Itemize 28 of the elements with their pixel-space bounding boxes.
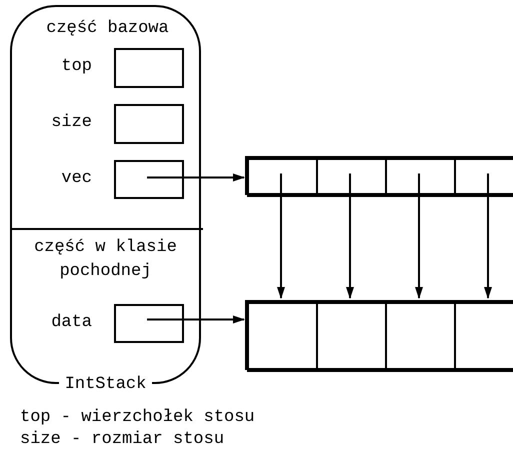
array-bar [245,156,513,195]
section-heading: część bazowa [46,19,169,39]
field-name: size [51,113,92,133]
arrow [147,174,245,182]
array-cell [316,302,387,372]
array-bar [245,300,513,370]
array-cell [454,302,513,372]
section-heading: część w klasie pochodnej [33,237,178,283]
array-cell [454,158,513,197]
field-name: vec [61,169,92,189]
arrow [346,174,354,299]
field-box [114,104,184,144]
field-name: top [61,57,92,77]
legend-note: size - rozmiar stosu [20,430,224,450]
legend-note: top - wierzchołek stosu [20,408,255,428]
array-cell [247,158,318,197]
arrow [277,174,285,299]
array-cell [316,158,387,197]
arrow [147,316,245,324]
array-cell [247,302,318,372]
field-box [114,48,184,88]
array-cell [385,302,456,372]
pointer-box [114,304,184,343]
field-name: data [51,313,92,333]
arrow [415,174,423,299]
pointer-box [114,160,184,199]
array-cell [385,158,456,197]
arrow [484,174,492,299]
